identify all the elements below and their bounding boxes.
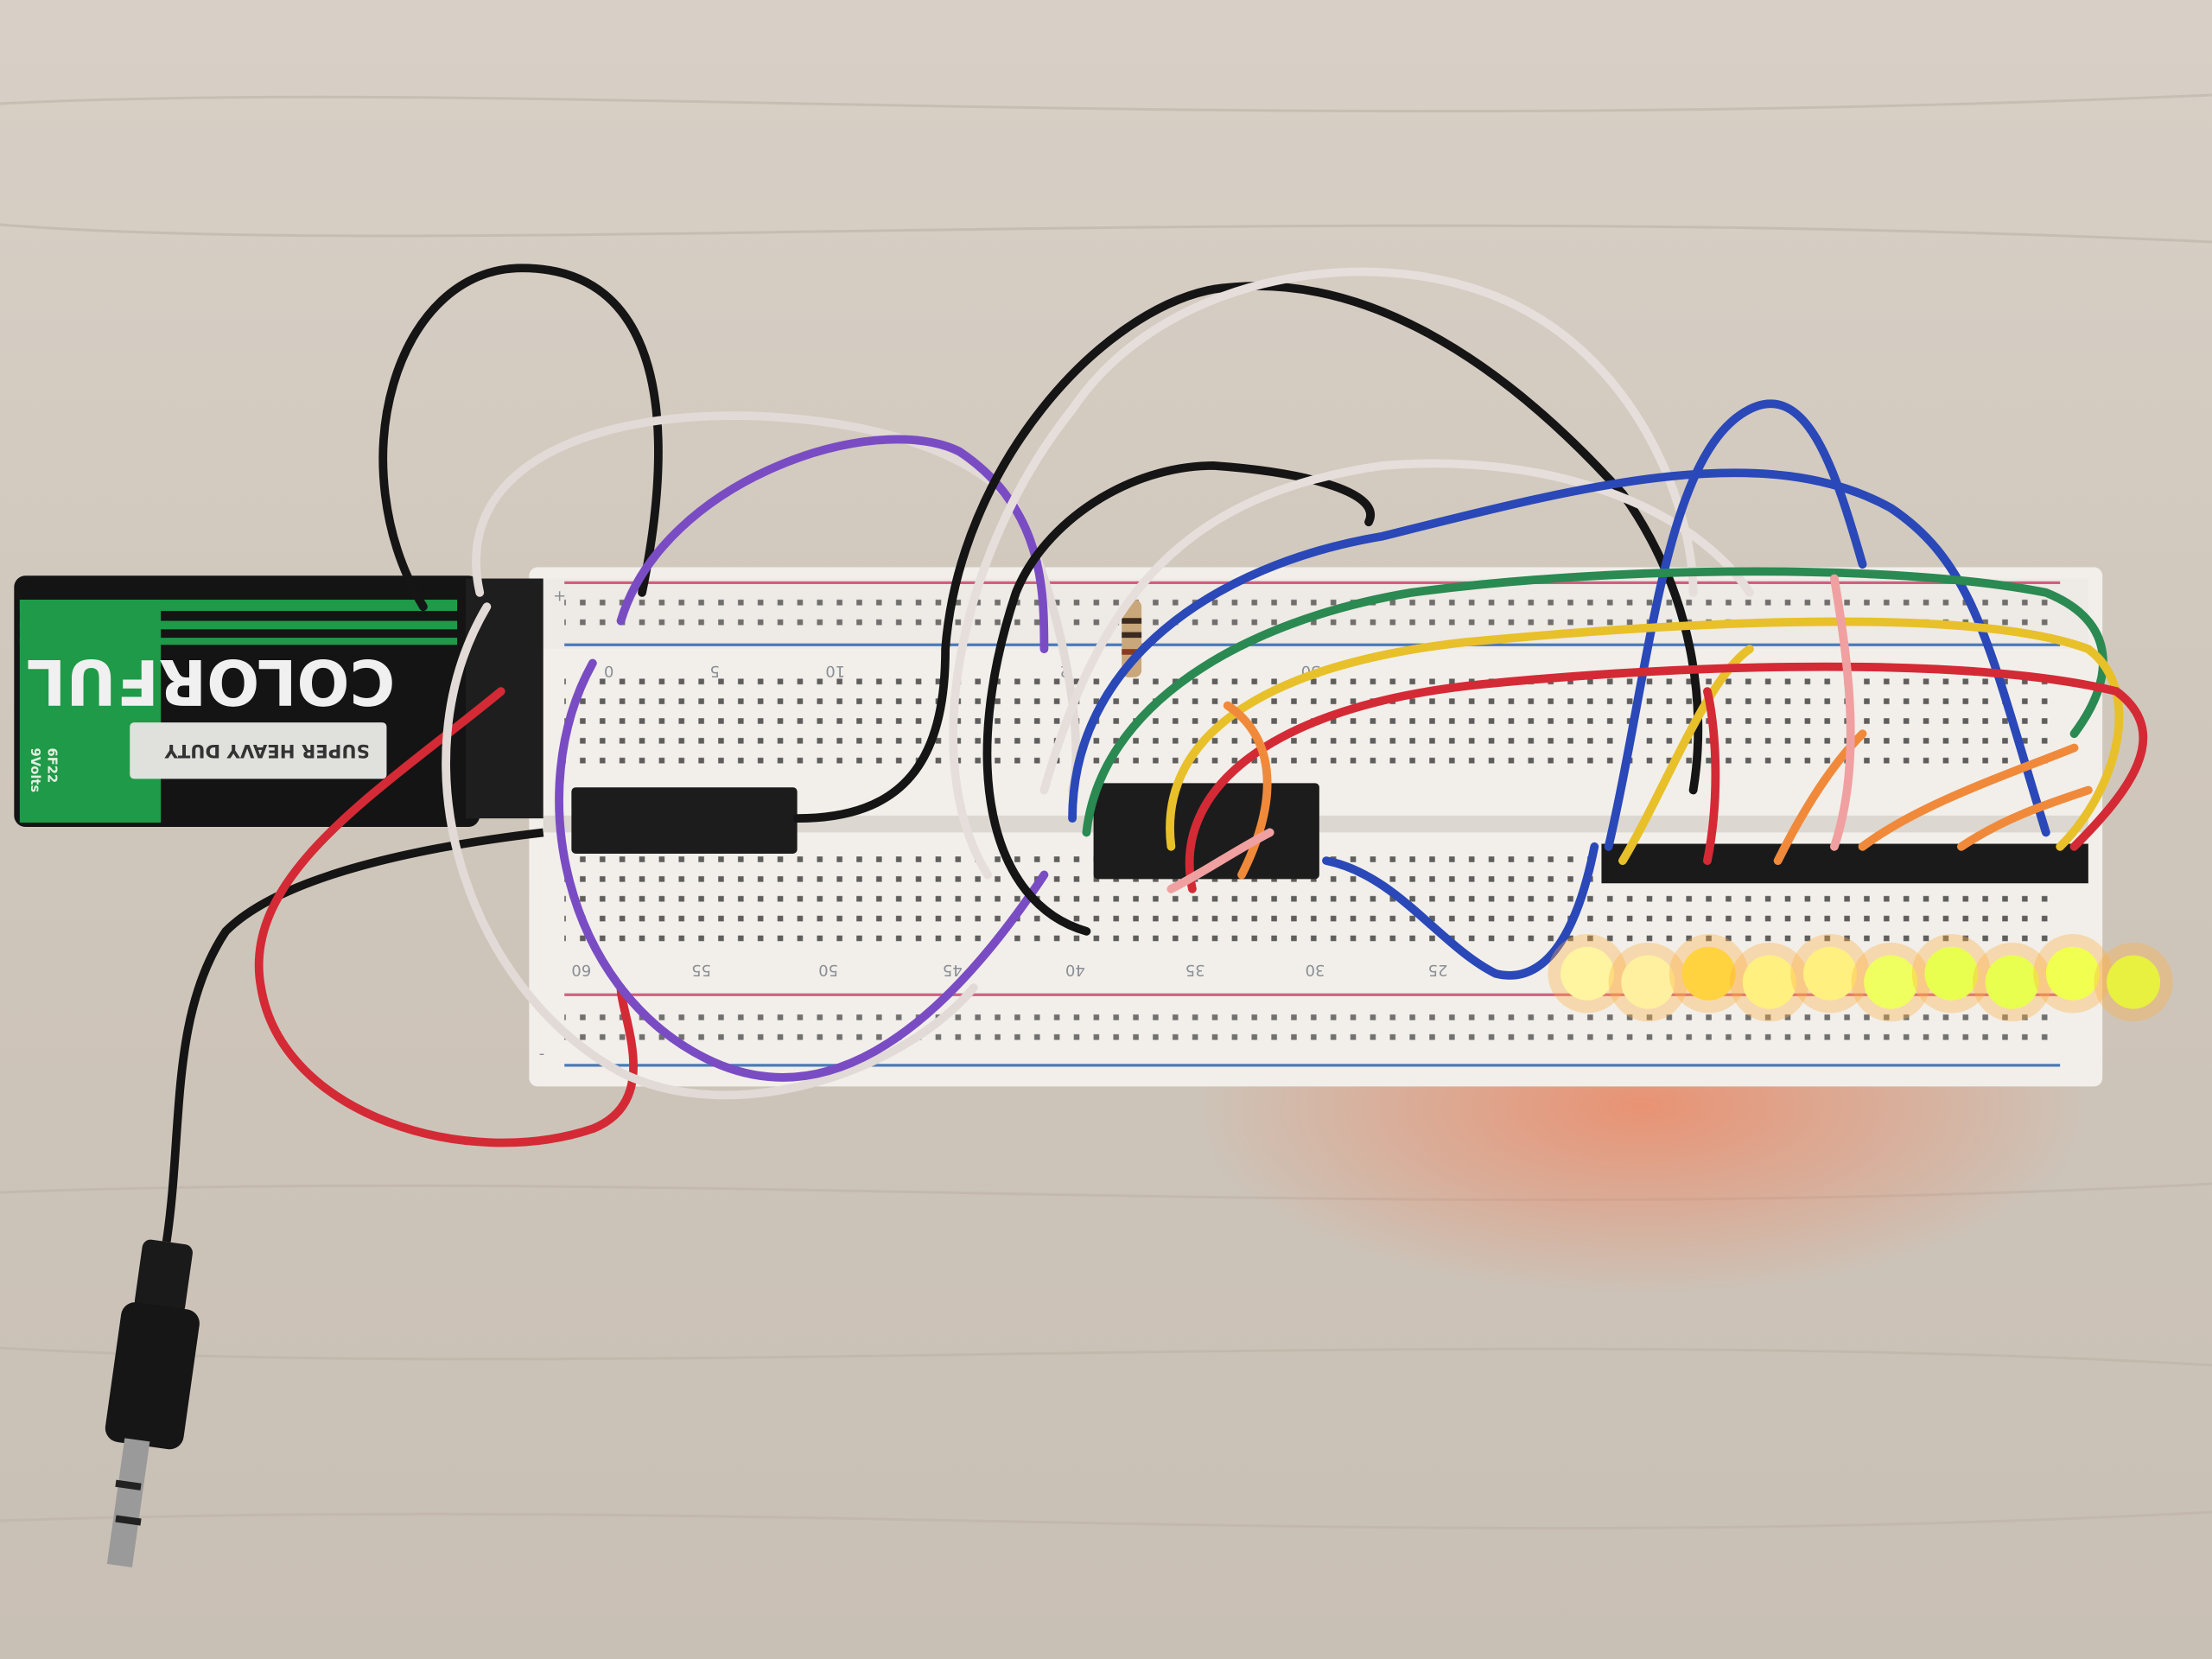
column-number: 50 bbox=[818, 961, 838, 979]
battery-brand: COLORFUL bbox=[27, 645, 396, 718]
audio-jack-plug bbox=[105, 1239, 200, 1567]
column-number: 30 bbox=[1306, 961, 1325, 979]
led-driver-chip bbox=[1601, 843, 2088, 884]
wire-red-long bbox=[1185, 662, 2148, 893]
ic-chip-left bbox=[571, 787, 798, 854]
led bbox=[1681, 946, 1736, 1001]
wire-white-top bbox=[949, 267, 1754, 880]
column-number: 25 bbox=[1428, 961, 1448, 979]
led bbox=[2107, 955, 2161, 1009]
battery-snap-connector bbox=[465, 578, 543, 819]
led bbox=[1864, 955, 1918, 1009]
wire-black-loop bbox=[378, 264, 663, 612]
bottom-power-rail bbox=[564, 1004, 2061, 1047]
led bbox=[1560, 946, 1615, 1001]
led bbox=[2045, 946, 2100, 1001]
wire-purple bbox=[555, 435, 1049, 1082]
wire-blue bbox=[1068, 399, 2050, 980]
column-number: 35 bbox=[1185, 961, 1205, 979]
wire-green bbox=[1082, 567, 2107, 837]
column-number: 40 bbox=[1065, 961, 1085, 979]
column-number: 55 bbox=[691, 961, 711, 979]
rail-mark-plus: + bbox=[553, 588, 566, 606]
wire-pink bbox=[1166, 574, 1855, 893]
column-number: 10 bbox=[825, 662, 845, 680]
column-number: 5 bbox=[709, 662, 719, 680]
led-bar bbox=[1548, 934, 2173, 1022]
led bbox=[1985, 955, 2039, 1009]
battery-model: 6F22 bbox=[45, 747, 60, 783]
led bbox=[1802, 946, 1858, 1001]
wire-orange bbox=[1223, 701, 2093, 880]
audio-cable bbox=[162, 828, 544, 1243]
wire-red-battery bbox=[254, 687, 638, 1147]
rail-mark-minus: - bbox=[539, 1045, 544, 1063]
wire-white-long bbox=[442, 602, 978, 1100]
column-number: 45 bbox=[943, 961, 963, 979]
column-number: 0 bbox=[604, 662, 613, 680]
led bbox=[1621, 955, 1675, 1009]
battery-label: SUPER HEAVY DUTY bbox=[164, 740, 370, 761]
led bbox=[1924, 946, 1979, 1001]
battery-9v: COLORFUL SUPER HEAVY DUTY 6F22 9Volts bbox=[14, 575, 543, 827]
led bbox=[1742, 955, 1796, 1009]
column-number: 60 bbox=[571, 961, 591, 979]
battery-voltage: 9Volts bbox=[28, 747, 42, 792]
